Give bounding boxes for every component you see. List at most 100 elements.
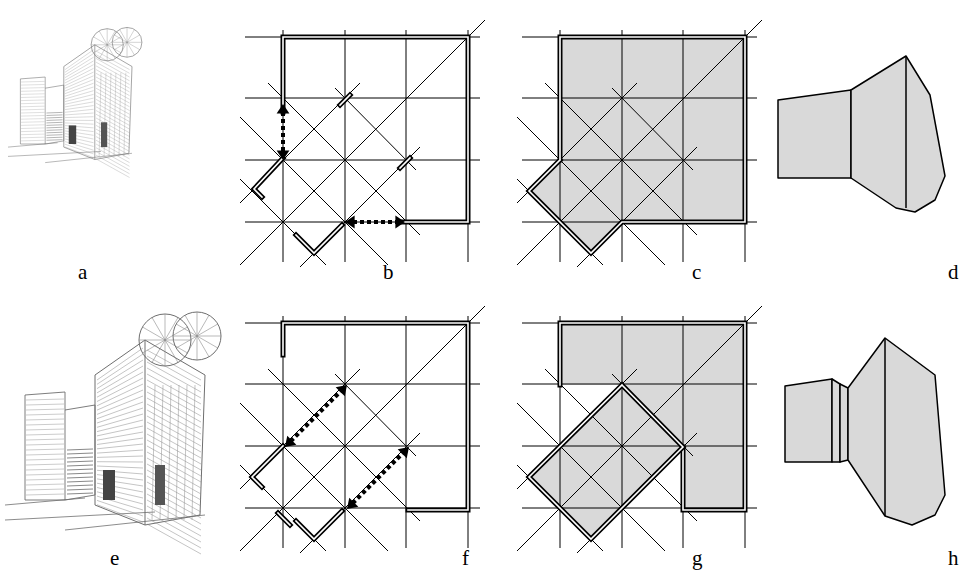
hatch-line xyxy=(26,399,64,400)
hatch-line xyxy=(21,87,45,89)
hatch-line xyxy=(26,489,64,490)
hatch-line xyxy=(26,459,64,460)
hatch-line xyxy=(97,372,143,397)
rotated-grid-line xyxy=(612,88,693,170)
diagonal-line xyxy=(517,306,762,551)
hatch-line xyxy=(21,103,45,105)
sketch-line xyxy=(45,85,64,144)
wheel-sketch xyxy=(139,314,191,366)
arrow-head xyxy=(277,104,290,114)
rotated-grid-line xyxy=(240,369,360,489)
volume-outline xyxy=(785,379,832,462)
rotated-grid-line xyxy=(335,374,416,456)
hatch-line xyxy=(26,434,64,435)
hatch-line xyxy=(96,55,129,74)
rotated-grid-line xyxy=(517,117,665,265)
shadow-patch xyxy=(101,122,107,147)
hatch-line xyxy=(26,409,64,410)
hatch-line xyxy=(147,434,201,464)
hatch-line xyxy=(109,73,111,157)
wall-line xyxy=(283,37,468,222)
hatch-line xyxy=(96,77,129,96)
hatch-line xyxy=(46,114,62,116)
panel-letter: d xyxy=(948,262,959,283)
hatch-line xyxy=(96,155,129,174)
hatch-line xyxy=(97,414,143,427)
wall-line xyxy=(254,158,283,197)
wall-line xyxy=(283,323,468,510)
move-arrow xyxy=(281,112,285,152)
hatch-line xyxy=(46,122,62,124)
hatch-line xyxy=(96,99,129,118)
hatch-line xyxy=(65,53,94,72)
wall-line xyxy=(278,513,290,525)
grid-line xyxy=(622,30,623,262)
hatch-line xyxy=(65,94,94,101)
hatch-line xyxy=(97,500,143,516)
panel-letter: a xyxy=(78,262,87,283)
hatch-line xyxy=(21,96,45,98)
hatch-line xyxy=(21,90,45,92)
pencil-sketch xyxy=(5,312,221,554)
wall-line xyxy=(400,158,410,168)
hatch-line xyxy=(26,404,64,405)
panel-letter: g xyxy=(692,548,703,569)
hatch-line xyxy=(147,350,201,380)
hatch-line xyxy=(97,366,143,393)
wall-line xyxy=(296,225,342,253)
grid-line xyxy=(683,30,684,262)
hatch-line xyxy=(65,113,94,115)
hatch-line xyxy=(46,117,62,119)
hatch-line xyxy=(97,354,143,384)
volume-outline xyxy=(832,379,840,462)
hatch-line xyxy=(26,494,64,495)
hatch-line xyxy=(21,84,45,86)
hatch-line xyxy=(46,112,62,114)
hatch-line xyxy=(21,106,45,108)
hatch-line xyxy=(65,91,94,99)
wheel-spoke xyxy=(176,324,218,348)
sketch-line xyxy=(64,45,95,160)
hatch-line xyxy=(114,73,116,157)
hatch-line xyxy=(26,469,64,470)
hatch-line xyxy=(26,454,64,455)
move-arrow xyxy=(353,220,397,224)
hatch-line xyxy=(97,426,143,436)
hatch-line xyxy=(124,73,126,157)
hatch-line xyxy=(26,444,64,445)
grid-line xyxy=(683,316,684,548)
hatch-line xyxy=(21,140,45,142)
diagonal-line xyxy=(240,20,485,265)
wheel-sketch xyxy=(112,27,142,57)
hatch-line xyxy=(96,159,129,178)
wheel-spoke xyxy=(93,37,121,53)
diagonal-line xyxy=(517,20,762,265)
hatch-line xyxy=(147,392,201,422)
hatch-line xyxy=(96,88,129,107)
hatch-line xyxy=(21,137,45,139)
hatch-line xyxy=(26,479,64,480)
hatch-line xyxy=(65,72,94,86)
hatch-line xyxy=(67,493,93,494)
move-arrow xyxy=(353,453,404,504)
hatch-line xyxy=(65,76,94,88)
volume-edge xyxy=(905,56,907,208)
hatch-line xyxy=(147,512,201,542)
hatch-line xyxy=(46,132,62,134)
hatch-line xyxy=(147,410,201,440)
hatch-line xyxy=(65,98,94,104)
grid-line xyxy=(522,98,757,99)
hatch-line xyxy=(21,118,45,120)
hatch-line xyxy=(21,81,45,83)
wheel-sketch xyxy=(91,29,123,61)
hatch-line xyxy=(147,398,201,428)
hatch-line xyxy=(147,380,201,410)
hatch-line xyxy=(26,439,64,440)
arrow-head xyxy=(395,216,405,229)
hatch-line xyxy=(147,518,201,548)
arrow-head xyxy=(336,385,347,396)
sketch-line xyxy=(65,405,95,500)
hatch-line xyxy=(65,106,94,110)
hatch-line xyxy=(96,92,129,111)
grid-line xyxy=(406,316,407,548)
